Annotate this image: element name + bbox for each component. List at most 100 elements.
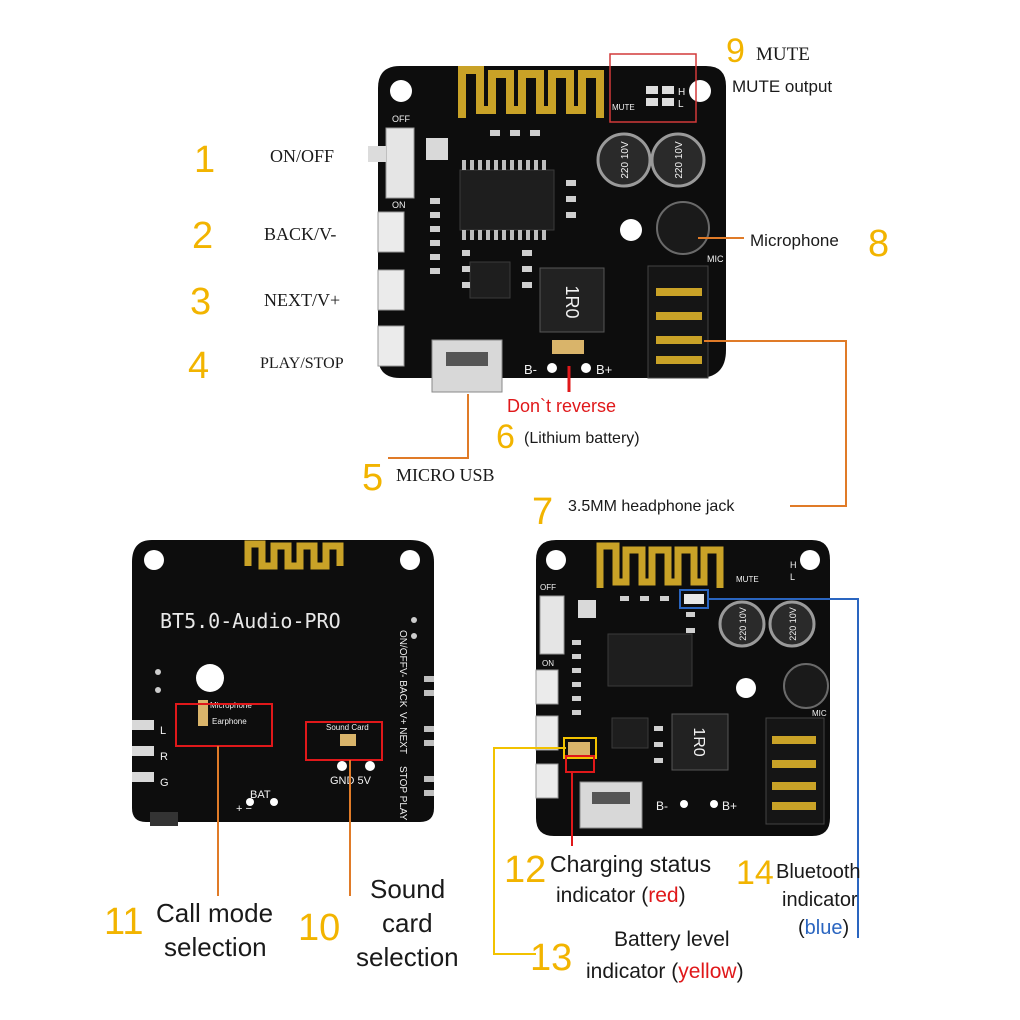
micro-usb-opening [446,352,488,366]
on-off-switch [539,595,565,655]
pad-gnd [337,761,347,771]
color-word-yellow: yellow [678,960,737,983]
callout-line: Sound [370,874,445,904]
mount-hole [390,80,412,102]
callout-number: 6 [496,418,515,456]
callout-label: MICRO USB [396,465,495,485]
mic-silk: MIC [812,709,827,718]
callout-9: 9 MUTE MUTE output [726,32,832,96]
silk-b-plus: B+ [596,362,612,377]
capacitor [768,600,816,648]
jack-contacts [772,736,816,810]
inductor-label: 1R0 [690,727,707,756]
capacitor-label: 220 10V [788,607,798,641]
callout-1: 1 ON/OFF [194,139,334,181]
callout-14: 14 Bluetooth indicator (blue) [708,598,861,939]
silk-off: OFF [392,114,410,124]
callout-label: (Lithium battery) [524,430,640,447]
callout-label: 3.5MM headphone jack [568,498,735,515]
silk-b-minus: B- [524,362,537,377]
callout-number: 2 [192,215,213,257]
silk-next: V+ NEXT [397,712,408,754]
antenna-trace [596,542,724,588]
callout-number: 5 [362,457,383,499]
capacitor-label: 220 10V [738,607,748,641]
callout-line: card [382,908,433,938]
main-chip [607,633,693,687]
mute-pad [662,86,674,94]
callout-number: 11 [104,901,143,943]
silk-on: ON [392,200,406,210]
mount-hole [620,219,642,241]
callout-number: 4 [188,345,209,387]
callout-sublabel: MUTE output [732,77,832,96]
mic-silk: MIC [707,254,724,264]
silk-g: G [160,777,169,789]
silk-mute: MUTE [736,575,759,584]
mute-highlight-box [609,53,697,123]
callout-11: 11 Call mode selection [104,746,273,962]
callout-text: ) [679,884,686,907]
lrg-pads [132,720,154,782]
callout-4: 4 PLAY/STOP [188,345,344,387]
next-button-switch [377,269,405,311]
callout-8: Microphone 8 [698,223,889,265]
silk-b-minus: B- [656,799,668,813]
callout-line: Call mode [156,898,273,928]
microphone-capsule [783,663,829,709]
callout-label: ON/OFF [270,146,334,166]
callout-label: Microphone [750,231,839,250]
status-leds [568,742,590,756]
back-board-outline [132,540,434,822]
callout-number: 14 [736,854,774,892]
secondary-chip [611,717,649,749]
mount-hole [144,550,164,570]
callout-line-2: indicator (yellow) [586,960,744,983]
via [155,687,161,693]
battery-pad-plus [710,800,718,808]
silk-l: L [790,572,795,582]
mount-hole [736,678,756,698]
callout-line-2: indicator (red) [556,884,686,907]
callout-text: ) [737,960,744,983]
callout-warning: Don`t reverse [507,396,616,416]
back-button-switch [377,211,405,253]
micro-usb-port [579,781,643,829]
color-word-red: red [648,884,678,907]
antenna-trace [244,540,344,570]
charging-led-highlight [565,755,595,773]
callout-5: 5 MICRO USB [362,394,495,499]
next-button-switch [535,715,559,751]
callout-text: indicator ( [586,960,678,983]
call-mode-pads [198,700,208,726]
microphone-capsule [656,201,710,255]
callout-text: ( [798,917,805,939]
via [411,617,417,623]
silk-sound-card: Sound Card [326,723,369,732]
callout-number: 8 [868,223,889,265]
callout-text: ) [842,917,849,939]
secondary-chip [469,261,511,299]
callout-2: 2 BACK/V- [192,215,336,257]
sound-card-pads [340,734,356,746]
led-pad [578,600,596,618]
capacitor-label: 220 10V [620,141,631,179]
pad-bat [270,798,278,806]
play-button-switch [535,763,559,799]
led-pad [426,138,448,160]
inductor [539,267,605,333]
callout-line: Charging status [550,851,711,877]
callout-line: indicator [782,889,858,911]
callout-line: Bluetooth [776,861,861,883]
jack-stub [150,812,178,826]
battery-pad-plus [581,363,591,373]
pad-5v [365,761,375,771]
inductor-label: 1R0 [562,285,582,318]
board-name: BT5.0-Audio-PRO [160,609,341,633]
capacitor [596,132,652,188]
callout-number: 10 [298,907,340,949]
back-board: BT5.0-Audio-PRO ON/OFF V- BACK V+ NEXT S… [132,540,434,826]
silk-h: H [790,560,797,570]
battery-protect-chip [552,340,584,354]
battery-pad-minus [547,363,557,373]
